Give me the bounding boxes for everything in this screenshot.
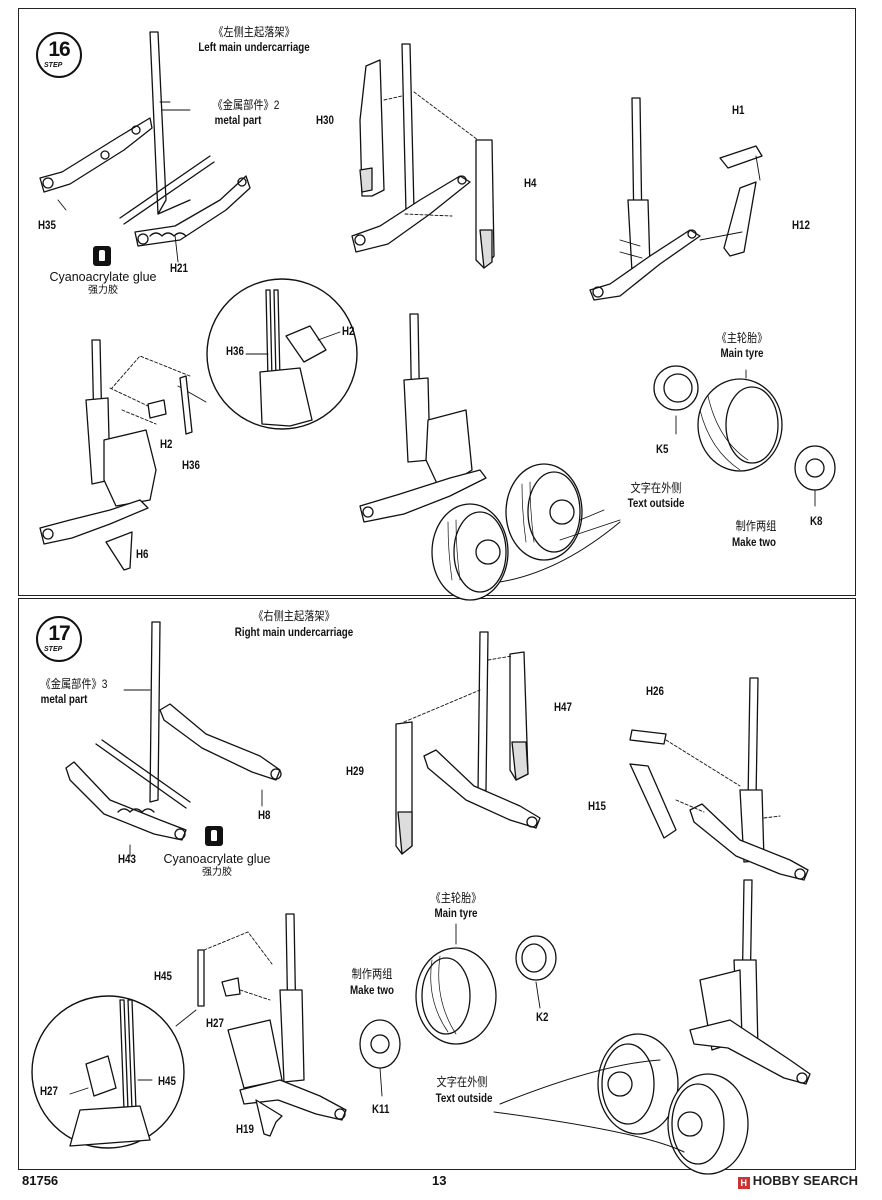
part-label-h26: H26 (646, 686, 664, 698)
part-label-h35: H35 (38, 220, 56, 232)
part-label-h36-detail: H36 (226, 346, 244, 358)
title-zh: 《右侧主起落架》 (253, 609, 335, 623)
bogie-beam-h35 (39, 117, 153, 193)
bogie-beam-h8 (159, 703, 282, 781)
strut-h29-h47-assembly (395, 631, 541, 855)
main-tyre-zh: 《主轮胎》 (716, 331, 768, 345)
step-17-badge: 17 STEP (36, 616, 82, 662)
part-label-k8: K8 (810, 516, 823, 528)
detail-circle-17 (31, 995, 197, 1149)
part-label-k11: K11 (372, 1104, 390, 1116)
part-label-h45-detail: H45 (158, 1076, 176, 1088)
make-two-en: Make two (731, 537, 777, 549)
part-label-k5: K5 (656, 444, 669, 456)
main-tyre-exploded-17 (359, 923, 557, 1097)
make-two-zh: 制作两组 (735, 519, 777, 533)
text-outside-zh: 文字在外侧 (630, 481, 682, 495)
metal-part-zh: 《金属部件》2 (212, 98, 280, 112)
bogie-beam-h21 (134, 175, 251, 247)
strut-subassembly-17a (197, 913, 347, 1137)
make-two-en: Make two (349, 985, 395, 997)
glue-note-16: Cyanoacrylate glue 强力胶 (44, 270, 162, 298)
metal-part-en: metal part (214, 115, 262, 127)
part-label-h1: H1 (732, 105, 745, 117)
glue-en: Cyanoacrylate glue (163, 852, 271, 866)
detail-circle-16 (177, 278, 358, 430)
part-label-h4: H4 (524, 178, 537, 190)
metal-strut-16 (119, 31, 215, 225)
metal-part-en: metal part (40, 694, 88, 706)
part-label-h15: H15 (588, 801, 606, 813)
part-label-h43: H43 (118, 854, 136, 866)
main-tyre-exploded-16 (653, 365, 836, 507)
part-label-h8: H8 (258, 810, 271, 822)
title-zh: 《左侧主起落架》 (213, 25, 295, 39)
main-tyre-zh: 《主轮胎》 (430, 891, 482, 905)
part-label-h2: H2 (160, 439, 173, 451)
metal-part-zh: 《金属部件》3 (40, 677, 108, 691)
step-number: 16 (48, 38, 70, 61)
text-outside-en: Text outside (627, 498, 685, 510)
part-label-h2-detail: H2 (342, 326, 355, 338)
glue-bottle-icon (205, 826, 223, 846)
part-label-h36: H36 (182, 460, 200, 472)
page-number: 13 (432, 1173, 447, 1188)
strut-h26-h15-assembly (629, 677, 809, 881)
part-label-h19: H19 (236, 1124, 254, 1136)
title-en: Right main undercarriage (234, 627, 354, 639)
hobby-search-icon: H (737, 1177, 750, 1189)
metal-strut-17 (95, 621, 191, 809)
kit-number: 81756 (22, 1173, 59, 1188)
strut-h30-h4-assembly (351, 43, 495, 269)
main-tyre-en: Main tyre (434, 908, 478, 920)
part-label-k2: K2 (536, 1012, 549, 1024)
part-label-h47: H47 (554, 702, 572, 714)
bogie-beam-h43 (65, 761, 187, 841)
glue-zh: 强力胶 (88, 285, 118, 296)
text-outside-zh: 文字在外侧 (436, 1075, 488, 1089)
title-en: Left main undercarriage (198, 42, 310, 54)
step-16-badge: 16 STEP (36, 32, 82, 78)
part-label-h29: H29 (346, 766, 364, 778)
part-label-h21: H21 (170, 263, 188, 275)
part-label-h27-detail: H27 (40, 1086, 58, 1098)
glue-note-17: Cyanoacrylate glue 强力胶 (158, 852, 276, 880)
strut-h1-h12-assembly (589, 97, 763, 301)
part-label-h12: H12 (792, 220, 810, 232)
step-caption: STEP (44, 62, 63, 69)
assembled-gear-16 (359, 313, 621, 601)
step-caption: STEP (44, 646, 63, 653)
glue-bottle-icon (93, 246, 111, 266)
strut-subassembly-16a (39, 339, 193, 571)
watermark-text: HOBBY SEARCH (752, 1173, 858, 1188)
step-number: 17 (48, 622, 70, 645)
assembled-gear-17 (493, 879, 811, 1175)
part-label-h27: H27 (206, 1018, 224, 1030)
part-label-h30: H30 (316, 115, 334, 127)
part-label-h6: H6 (136, 549, 149, 561)
text-outside-en: Text outside (435, 1093, 493, 1105)
part-label-h45: H45 (154, 971, 172, 983)
main-tyre-en: Main tyre (720, 348, 764, 360)
glue-en: Cyanoacrylate glue (49, 270, 157, 284)
make-two-zh: 制作两组 (351, 967, 393, 981)
glue-zh: 强力胶 (202, 867, 232, 878)
